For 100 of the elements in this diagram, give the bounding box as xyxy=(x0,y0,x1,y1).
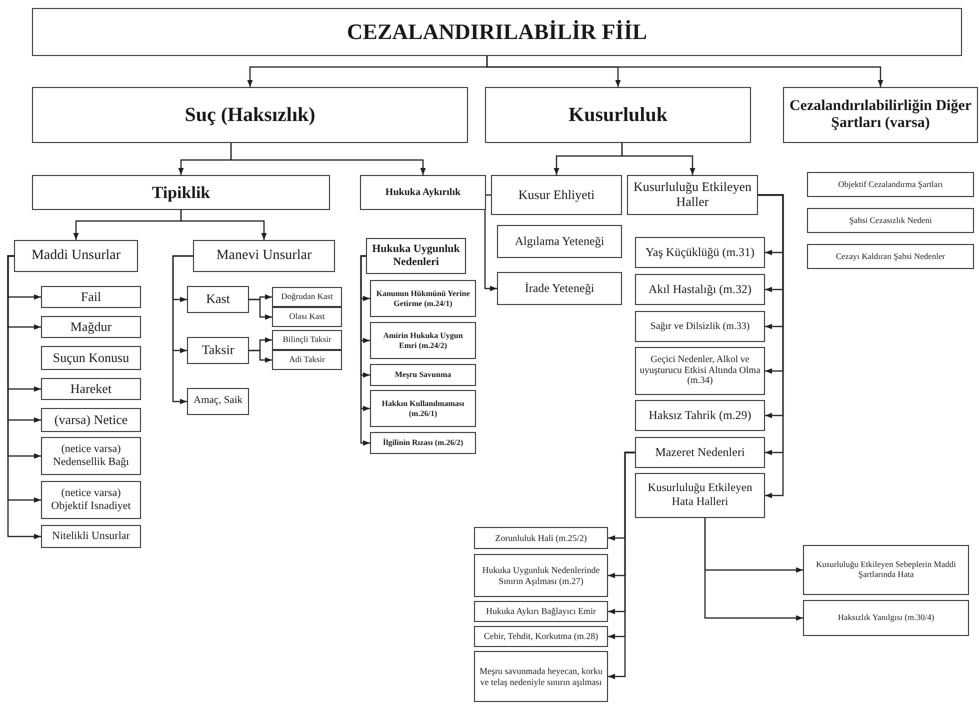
box xyxy=(41,316,141,338)
connector-arrow xyxy=(180,210,267,240)
box-label: Suçun Konusu xyxy=(52,350,130,366)
box-label: Hukuka Aykırılık xyxy=(385,186,461,198)
box xyxy=(366,238,466,274)
box xyxy=(370,390,476,427)
box-label: Haksızlık Yanılgısı (m.30/4) xyxy=(838,613,934,623)
box xyxy=(360,175,486,210)
box xyxy=(807,208,974,233)
box xyxy=(807,244,974,269)
connector-arrow xyxy=(360,255,370,446)
box-label: CEZALANDIRILABİLİR FİİL xyxy=(346,19,648,45)
box-label: Geçici Nedenler, Alkol ve uyuşturucu Etkisi Altında Olma (m.34) xyxy=(639,354,761,388)
box xyxy=(32,8,962,56)
box xyxy=(474,527,608,549)
connector-arrow xyxy=(249,350,272,363)
box-label: Zorunluluk Hali (m.25/2) xyxy=(495,532,587,544)
box xyxy=(193,240,335,272)
box xyxy=(187,388,249,415)
box-label: Kanunun Hükmünü Yerine Getirme (m.24/1) xyxy=(375,289,471,308)
box-label: İrade Yeteneği xyxy=(524,282,594,296)
box xyxy=(635,437,765,468)
connector-arrow xyxy=(704,518,803,621)
box-label: Şahsi Cezasızlık Nedeni xyxy=(849,216,932,226)
box xyxy=(783,87,978,143)
box xyxy=(485,87,751,143)
box xyxy=(474,626,608,647)
box xyxy=(41,437,141,475)
box-label: Olası Kast xyxy=(289,312,325,322)
box-label: Kusurluluğu Etkileyen Hata Halleri xyxy=(646,482,754,509)
box-label: Nitelikli Unsurlar xyxy=(52,530,130,543)
box xyxy=(14,240,138,272)
box xyxy=(41,346,141,370)
box-label: Hukuka Uygunluk Nedenleri xyxy=(371,243,461,269)
box-label: Adi Taksir xyxy=(289,355,325,365)
box-label: Yaş Küçüklüğü (m.31) xyxy=(645,246,755,260)
box xyxy=(32,175,330,210)
box-label: Kusurluluğu Etkileyen Haller xyxy=(632,180,753,210)
box xyxy=(635,274,765,305)
box xyxy=(41,525,141,548)
box-label: (netice varsa) Nedensellik Bağı xyxy=(52,443,130,469)
connector-arrow xyxy=(249,298,272,320)
box-label: Objektif Cezalandırma Şartları xyxy=(838,180,943,190)
box-label: Maddi Unsurlar xyxy=(31,248,121,264)
box xyxy=(635,347,765,395)
box xyxy=(272,307,342,327)
box xyxy=(272,330,342,350)
box-label: Doğrudan Kast xyxy=(281,292,333,302)
box xyxy=(272,287,342,307)
box xyxy=(497,272,622,305)
box xyxy=(635,237,765,268)
box xyxy=(370,432,476,454)
box-label: Mağdur xyxy=(70,320,112,334)
box xyxy=(635,311,765,342)
connector-arrow xyxy=(621,143,696,175)
box-label: Tipiklik xyxy=(152,182,210,202)
box xyxy=(187,337,249,364)
box xyxy=(370,280,476,317)
box xyxy=(474,601,608,622)
box-label: Akıl Hastalığı (m.32) xyxy=(648,282,752,296)
box-label: Taksir xyxy=(202,343,234,358)
box-label: Hakkın Kullanılmaması (m.26/1) xyxy=(380,399,466,418)
box-label: Amirin Hukuka Uygun Emri (m.24/2) xyxy=(382,331,464,350)
box xyxy=(41,378,141,400)
box xyxy=(491,175,622,215)
box xyxy=(41,481,141,519)
box-label: Cezalandırılabilirliğin Diğer Şartları (varsa) xyxy=(788,98,973,132)
box xyxy=(635,400,765,431)
box xyxy=(187,286,249,313)
box-label: Suç (Haksızlık) xyxy=(184,104,316,126)
box xyxy=(41,408,141,432)
box-label: Bilinçli Taksir xyxy=(282,335,332,345)
connector-arrow xyxy=(608,452,635,680)
box-label: Mazeret Nedenleri xyxy=(655,446,745,460)
connector-arrow xyxy=(486,56,884,87)
box xyxy=(474,554,608,597)
box-label: Cezayı Kaldıran Şahsi Nedenler xyxy=(836,252,946,262)
box xyxy=(474,651,608,702)
box-label: Sağır ve Dilsizlik (m.33) xyxy=(650,320,750,332)
box-label: Manevi Unsurlar xyxy=(216,248,312,264)
box xyxy=(41,286,141,308)
box-label: Meşru Savunma xyxy=(394,370,452,380)
box xyxy=(803,545,969,595)
box xyxy=(635,473,765,518)
box xyxy=(272,350,342,370)
box-label: Amaç, Saik xyxy=(194,395,242,408)
box-label: Fail xyxy=(80,290,102,304)
box xyxy=(807,172,974,197)
box xyxy=(32,87,468,143)
connector-arrow xyxy=(230,143,426,175)
box xyxy=(497,225,622,258)
box-label: Meşru savunmada heyecan, korku ve telaş nedeniyle sınırın aşılması xyxy=(478,666,604,687)
box-label: Hareket xyxy=(70,382,112,396)
box-label: İlgilinin Rızası (m.26/2) xyxy=(382,438,464,448)
box-label: (netice varsa) Objektif Isnadiyet xyxy=(50,487,132,513)
box xyxy=(370,322,476,359)
box-label: Hukuka Aykırı Bağlayıcı Emir xyxy=(486,606,596,617)
box xyxy=(803,600,969,636)
box-label: Haksız Tahrik (m.29) xyxy=(648,408,752,422)
box xyxy=(370,364,476,386)
